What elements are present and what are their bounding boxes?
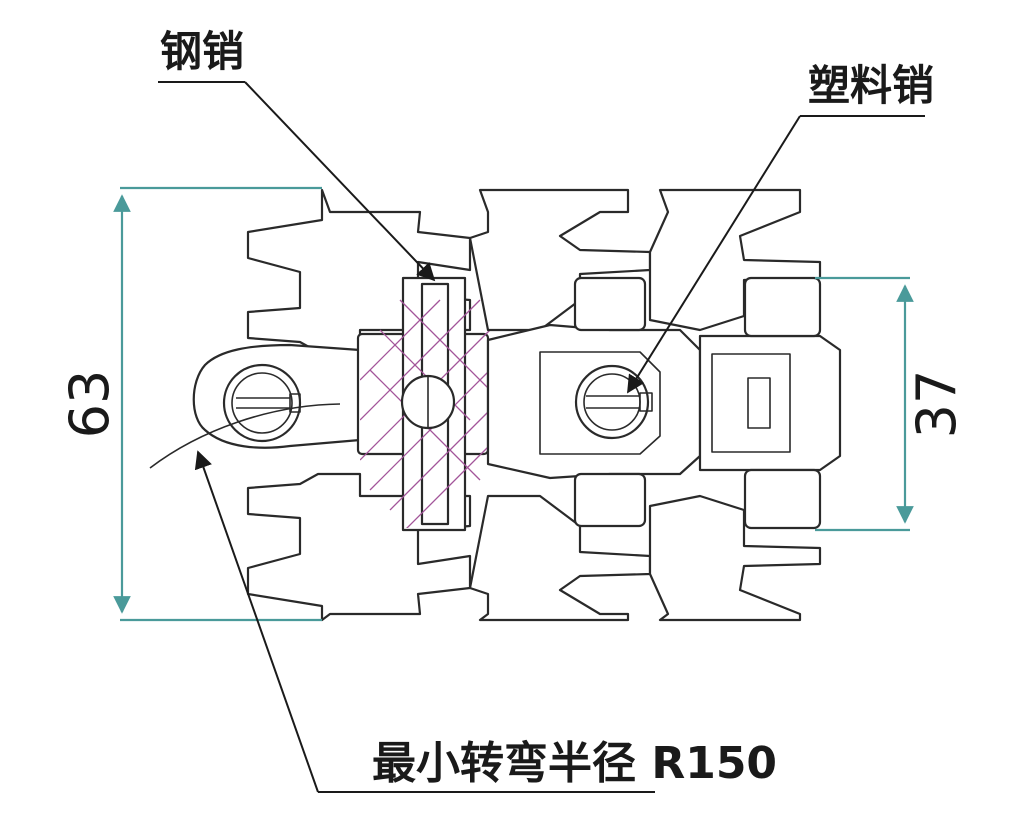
plastic-pin-label: 塑料销 xyxy=(808,61,934,110)
turning-radius-label: 最小转弯半径 R150 xyxy=(372,738,777,789)
right-module xyxy=(648,188,842,622)
plastic-pin-callout xyxy=(627,115,925,394)
steel-pin-label: 钢销 xyxy=(160,27,244,76)
left-module xyxy=(192,188,472,622)
dimension-37 xyxy=(815,276,914,532)
dimension-37-value: 37 xyxy=(905,370,968,439)
steel-pin-section xyxy=(356,276,491,532)
steel-pin-callout xyxy=(158,81,436,282)
turning-radius-arc xyxy=(149,403,341,469)
turning-radius-callout xyxy=(194,450,655,793)
dimension-63 xyxy=(113,186,322,622)
dimension-63-value: 63 xyxy=(58,370,121,439)
